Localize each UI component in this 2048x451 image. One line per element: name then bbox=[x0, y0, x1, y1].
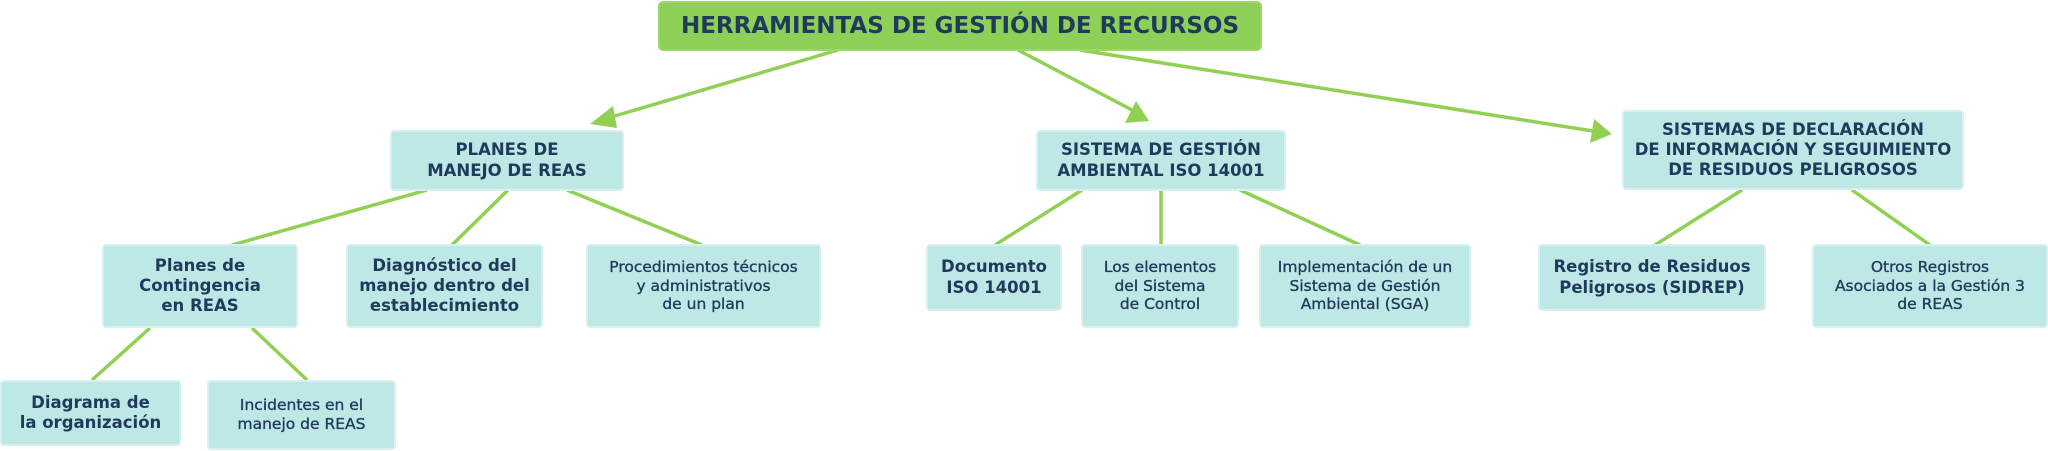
node-sistemas-declaracion: SISTEMAS DE DECLARACIÓN DE INFORMACIÓN Y… bbox=[1622, 110, 1964, 190]
arrowhead-planes bbox=[590, 106, 617, 128]
line-contingencia-to-incidentes bbox=[250, 326, 309, 382]
node-elementos-sistema: Los elementos del Sistema de Control bbox=[1081, 244, 1239, 328]
root-node: HERRAMIENTAS DE GESTIÓN DE RECURSOS bbox=[658, 1, 1262, 51]
node-diagnostico: Diagnóstico del manejo dentro del establ… bbox=[346, 244, 543, 328]
node-planes-de-manejo: PLANES DE MANEJO DE REAS bbox=[390, 130, 624, 191]
arrow-root-to-declaracion bbox=[1079, 48, 1594, 133]
arrow-root-to-planes bbox=[607, 48, 839, 120]
node-sistema-gestion-ambiental: SISTEMA DE GESTIÓN AMBIENTAL ISO 14001 bbox=[1036, 130, 1286, 191]
node-procedimientos: Procedimientos técnicos y administrativo… bbox=[586, 244, 821, 328]
line-declaracion-to-otros bbox=[1850, 188, 1932, 247]
node-diagrama-organizacion: Diagrama de la organización bbox=[0, 380, 181, 446]
node-planes-contingencia: Planes de Contingencia en REAS bbox=[102, 244, 298, 328]
line-iso-to-implementacion bbox=[1239, 188, 1361, 247]
node-otros-registros: Otros Registros Asociados a la Gestión 3… bbox=[1812, 244, 2048, 328]
node-incidentes: Incidentes en el manejo de REAS bbox=[207, 380, 396, 450]
arrow-root-to-iso bbox=[1017, 48, 1133, 112]
line-iso-to-documento bbox=[994, 188, 1083, 247]
node-registro-sidrep: Registro de Residuos Peligrosos (SIDREP) bbox=[1538, 244, 1766, 311]
node-implementacion-sga: Implementación de un Sistema de Gestión … bbox=[1259, 244, 1471, 328]
line-planes-to-diagnostico bbox=[450, 188, 510, 247]
arrowhead-declaracion bbox=[1590, 119, 1612, 143]
line-declaracion-to-sidrep bbox=[1654, 188, 1743, 247]
arrowhead-iso bbox=[1125, 101, 1149, 123]
line-planes-to-procedimientos bbox=[566, 188, 703, 247]
line-planes-to-contingencia bbox=[231, 188, 428, 247]
line-contingencia-to-diagrama bbox=[90, 326, 152, 382]
node-documento-iso: Documento ISO 14001 bbox=[926, 244, 1062, 311]
